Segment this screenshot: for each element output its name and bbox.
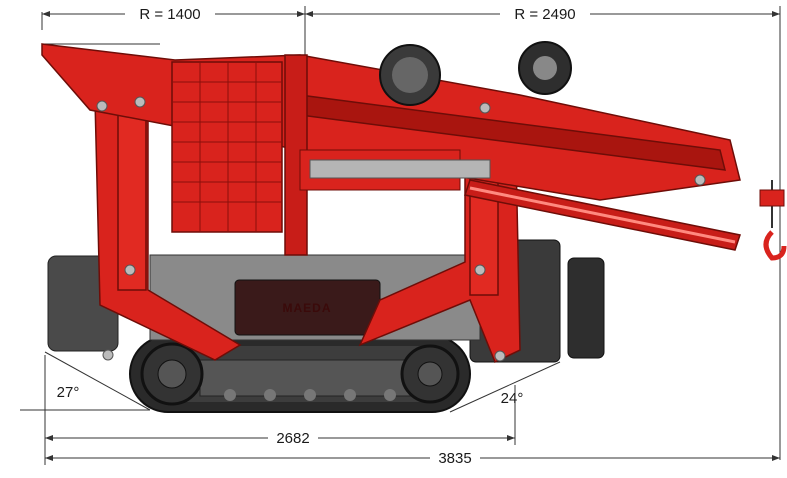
hydraulic-cylinder (309, 159, 491, 179)
front-angle-label: 24° (501, 390, 524, 407)
dimension-lines (20, 6, 781, 465)
control-housing (171, 54, 308, 256)
track-length-label: 2682 (276, 430, 309, 447)
rear-radius-label: R = 1400 (139, 6, 200, 23)
pivot-pins (96, 96, 706, 362)
rear-outrigger-leg (94, 99, 242, 361)
rear-angle-label: 27° (57, 384, 80, 401)
dimension-arrows (42, 11, 780, 461)
overall-length-label: 3835 (438, 450, 471, 467)
front-radius-label: R = 2490 (514, 6, 575, 23)
brand-plate: MAEDA (283, 301, 332, 315)
winch-drum (379, 41, 572, 106)
front-outrigger-pad (567, 257, 605, 359)
crawler-track (129, 335, 471, 413)
hook-block (759, 180, 787, 261)
